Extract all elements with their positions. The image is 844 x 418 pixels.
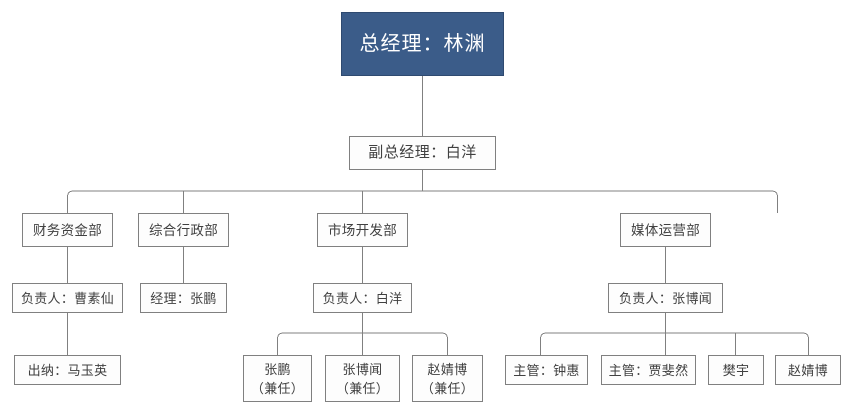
- node-head-finance[interactable]: 负责人：曹素仙: [12, 283, 123, 313]
- node-staff-market-2-label: 张博闻 （兼任）: [335, 361, 390, 396]
- node-staff-market-3-label: 赵婧博 （兼任）: [420, 361, 475, 396]
- node-staff-media-4-label: 赵婧博: [788, 362, 828, 378]
- node-head-market[interactable]: 负责人：白洋: [313, 283, 412, 313]
- node-dept-admin[interactable]: 综合行政部: [138, 213, 229, 247]
- node-general-manager[interactable]: 总经理：林渊: [341, 12, 504, 76]
- node-dept-finance[interactable]: 财务资金部: [22, 213, 113, 247]
- node-head-media[interactable]: 负责人：张博闻: [608, 283, 723, 313]
- bus-media-staff: [540, 332, 809, 355]
- node-dept-market[interactable]: 市场开发部: [317, 213, 408, 247]
- bus-departments: [67, 190, 778, 213]
- node-deputy-general-manager-label: 副总经理：白洋: [368, 144, 477, 161]
- node-head-admin[interactable]: 经理：张鹏: [140, 283, 227, 313]
- node-deputy-general-manager[interactable]: 副总经理：白洋: [349, 136, 496, 170]
- node-staff-cashier-label: 出纳：马玉英: [27, 362, 108, 378]
- node-staff-media-4[interactable]: 赵婧博: [775, 355, 841, 385]
- node-staff-cashier[interactable]: 出纳：马玉英: [14, 355, 121, 385]
- node-staff-market-3[interactable]: 赵婧博 （兼任）: [412, 355, 483, 402]
- node-dept-media[interactable]: 媒体运营部: [620, 213, 711, 247]
- node-staff-market-1[interactable]: 张鹏 （兼任）: [243, 355, 312, 402]
- node-head-market-label: 负责人：白洋: [322, 290, 403, 306]
- node-head-finance-label: 负责人：曹素仙: [20, 290, 115, 306]
- node-dept-finance-label: 财务资金部: [33, 222, 102, 238]
- node-dept-media-label: 媒体运营部: [631, 222, 700, 238]
- node-staff-media-1-label: 主管：钟惠: [513, 362, 580, 378]
- node-staff-media-3-label: 樊宇: [722, 362, 750, 378]
- node-staff-media-1[interactable]: 主管：钟惠: [505, 355, 588, 385]
- node-head-admin-label: 经理：张鹏: [150, 290, 217, 306]
- node-staff-market-1-label: 张鹏 （兼任）: [250, 361, 305, 396]
- node-head-media-label: 负责人：张博闻: [618, 290, 713, 306]
- node-staff-media-3[interactable]: 樊宇: [708, 355, 764, 385]
- node-dept-market-label: 市场开发部: [328, 222, 397, 238]
- node-staff-media-2[interactable]: 主管：贾斐然: [601, 355, 696, 385]
- node-staff-media-2-label: 主管：贾斐然: [608, 362, 689, 378]
- node-dept-admin-label: 综合行政部: [149, 222, 218, 238]
- node-general-manager-label: 总经理：林渊: [359, 33, 486, 55]
- node-staff-market-2[interactable]: 张博闻 （兼任）: [325, 355, 400, 402]
- bus-market-staff: [277, 332, 448, 355]
